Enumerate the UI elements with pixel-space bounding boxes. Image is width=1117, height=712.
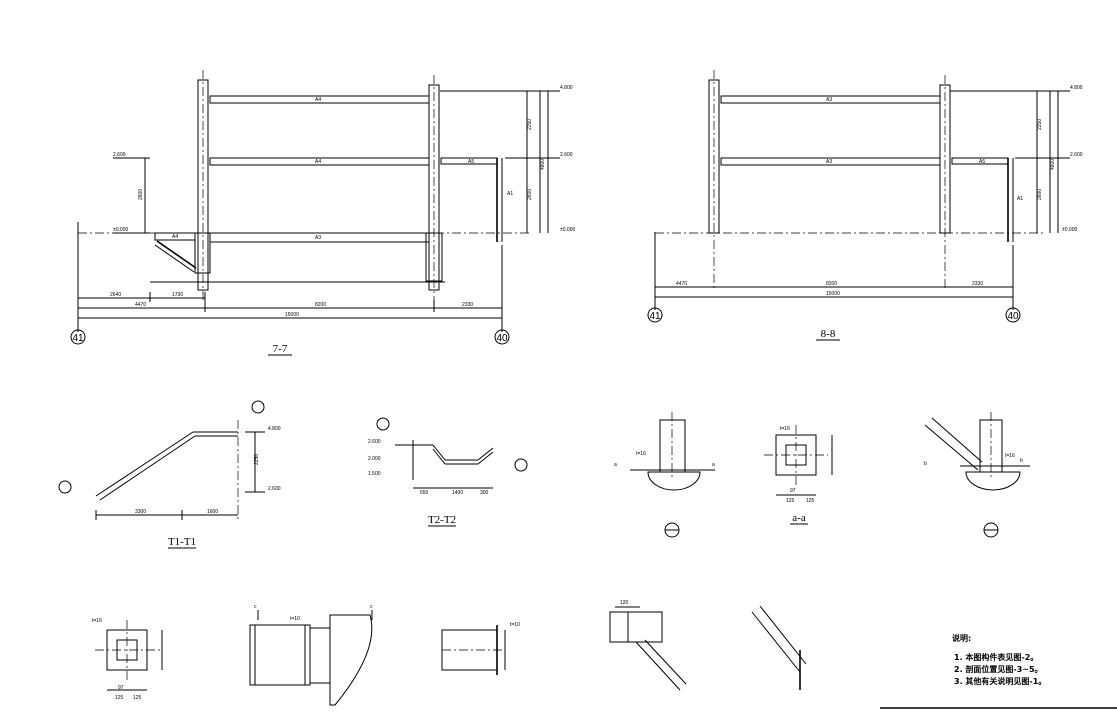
dim-15000-88: 15000 xyxy=(826,291,840,297)
elev-mid-t1: 2.600 xyxy=(268,486,281,492)
dim-8200-77: 8200 xyxy=(315,302,326,308)
dim-3300: 3300 xyxy=(135,509,146,515)
dim-2250-77: 2250 xyxy=(527,119,533,130)
dim-125-aa-left: 125 xyxy=(786,498,795,504)
section-a-a-title: a-a xyxy=(792,512,806,524)
dim-4800-77: 4800 xyxy=(540,159,546,170)
mark-a-left-1: a xyxy=(614,462,617,468)
dim-2600-77-left: 2600 xyxy=(138,189,144,200)
dim-125-b1-right: 125 xyxy=(133,695,142,701)
mark-a-right-1: a xyxy=(712,462,715,468)
dim-2330-77: 2330 xyxy=(462,302,473,308)
axis-40-left: 40 xyxy=(496,333,508,344)
dim-8200-88: 8200 xyxy=(826,281,837,287)
dim-2330-88: 2330 xyxy=(972,281,983,287)
section-t1-title: T1-T1 xyxy=(168,536,196,548)
elev-top-t1: 4.800 xyxy=(268,426,281,432)
elev-top-88: 4.800 xyxy=(1070,85,1083,91)
axis-41-left: 41 xyxy=(72,333,84,344)
member-a3-mid-88: A3 xyxy=(826,159,832,165)
member-a1-88: A1 xyxy=(1017,196,1023,202)
dim-650: 650 xyxy=(420,490,429,496)
detail-bottom-3 xyxy=(441,625,506,675)
dim-125-aa-right: 125 xyxy=(806,498,815,504)
elev-top-77: 4.800 xyxy=(560,85,573,91)
member-a4-top: A4 xyxy=(315,97,321,103)
axis-41-right: 41 xyxy=(649,311,661,322)
dim-2250-t1: 2250 xyxy=(254,454,260,465)
detail-bottom-4 xyxy=(609,606,687,691)
elev-mid-77-left: 2.600 xyxy=(113,152,126,158)
member-a5-88: A5 xyxy=(979,159,985,165)
notes-line-3: 3. 其他有关说明见图-1。 xyxy=(954,676,1046,686)
detail-column-base-1 xyxy=(630,412,715,538)
dim-1600: 1600 xyxy=(207,509,218,515)
dim-2250-88: 2250 xyxy=(1037,119,1043,130)
elev-mid-77: 2.600 xyxy=(560,152,573,158)
axis-40-right: 40 xyxy=(1007,311,1019,322)
detail-bottom-2 xyxy=(249,610,373,706)
dim-125-b1-left: 125 xyxy=(115,695,124,701)
section-8-8 xyxy=(647,70,1070,341)
dim-2600-77: 2600 xyxy=(527,189,533,200)
plate-t16-b1: t=16 xyxy=(92,618,102,624)
elev-2000-t2: 2.000 xyxy=(368,456,381,462)
plate-t16-1: t=16 xyxy=(636,451,646,457)
dim-4470-77: 4470 xyxy=(135,302,146,308)
notes-line-1: 1. 本图构件表见图-2。 xyxy=(954,652,1038,662)
detail-a-a-plan xyxy=(764,425,833,525)
member-a1: A1 xyxy=(507,191,513,197)
detail-bottom-1 xyxy=(95,620,163,691)
member-a3-top-88: A3 xyxy=(826,97,832,103)
dim-2600-88: 2600 xyxy=(1037,189,1043,200)
member-a3-base: A3 xyxy=(315,235,321,241)
section-t2-t2 xyxy=(376,417,528,527)
detail-brace-connection xyxy=(924,412,1030,538)
dim-2640: 2640 xyxy=(110,292,121,298)
notes-line-2: 2. 剖面位置见图-3~5。 xyxy=(954,664,1043,674)
elev-base-77-left: ±0.000 xyxy=(113,227,128,233)
mark-b-left: b xyxy=(924,461,927,467)
dim-300: 300 xyxy=(480,490,489,496)
notes-heading: 说明: xyxy=(952,633,971,643)
section-8-8-title: 8-8 xyxy=(821,328,836,340)
dim-4470-88: 4470 xyxy=(676,281,687,287)
section-t1-t1 xyxy=(58,400,265,549)
dim-120-b4: 120 xyxy=(620,600,629,606)
plate-t16-aa: t=16 xyxy=(780,426,790,432)
member-a4-short: A4 xyxy=(172,234,178,240)
dim-97-b1: 97 xyxy=(118,685,124,691)
elev-mid-t2: 2.600 xyxy=(368,439,381,445)
detail-bottom-5 xyxy=(751,605,807,690)
elev-1500-t2: 1.500 xyxy=(368,471,381,477)
elev-base-88: ±0.000 xyxy=(1062,227,1077,233)
dim-15000-77: 15000 xyxy=(285,312,299,318)
section-7-7-title: 7-7 xyxy=(273,343,288,355)
mark-b-right: b xyxy=(1020,458,1023,464)
elev-mid-88: 2.600 xyxy=(1070,152,1083,158)
mark-c-left: c xyxy=(254,604,257,610)
elev-base-77: ±0.000 xyxy=(560,227,575,233)
member-a4-mid: A4 xyxy=(315,159,321,165)
plate-t10-b2: t=10 xyxy=(290,616,300,622)
dim-1400: 1400 xyxy=(452,490,463,496)
member-a5: A5 xyxy=(468,159,474,165)
section-7-7 xyxy=(70,70,560,356)
plate-t16-b: t=16 xyxy=(1005,453,1015,459)
dim-4800-88: 4800 xyxy=(1050,159,1056,170)
dim-1730: 1730 xyxy=(172,292,183,298)
dim-97-aa: 97 xyxy=(790,488,796,494)
mark-c-right: c xyxy=(370,604,373,610)
section-t2-title: T2-T2 xyxy=(428,514,456,526)
plate-t10-b3: t=10 xyxy=(510,622,520,628)
